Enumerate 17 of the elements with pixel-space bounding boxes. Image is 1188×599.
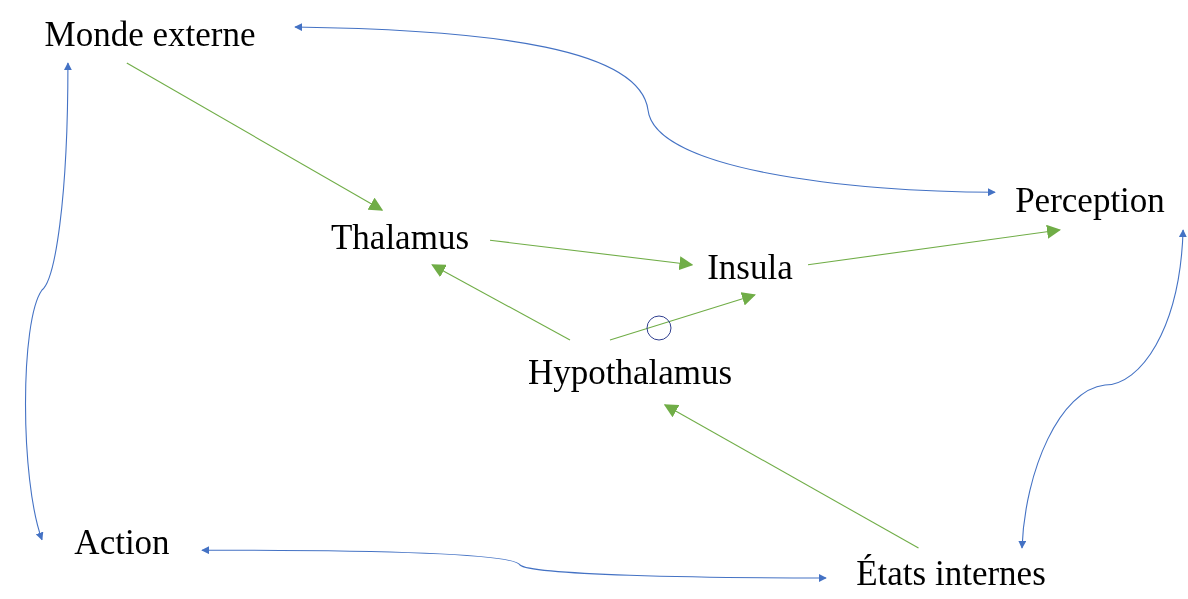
arrow [807,224,1061,266]
arrow [1018,229,1187,549]
arrow [663,404,920,549]
text-label: Hypothalamus [527,355,733,390]
arrow [431,264,571,341]
text-label: Action [74,525,170,560]
text-label: Perception [1015,182,1165,218]
arrow [294,23,996,197]
arrow [126,62,384,211]
arrow [609,292,756,341]
arrow [201,546,827,582]
arrow [489,239,694,271]
text-label: Insula [707,250,793,285]
arrow [24,62,72,541]
text-label: Monde externe [44,16,256,52]
text-label: États internes [856,555,1046,591]
text-label: Thalamus [331,220,469,255]
